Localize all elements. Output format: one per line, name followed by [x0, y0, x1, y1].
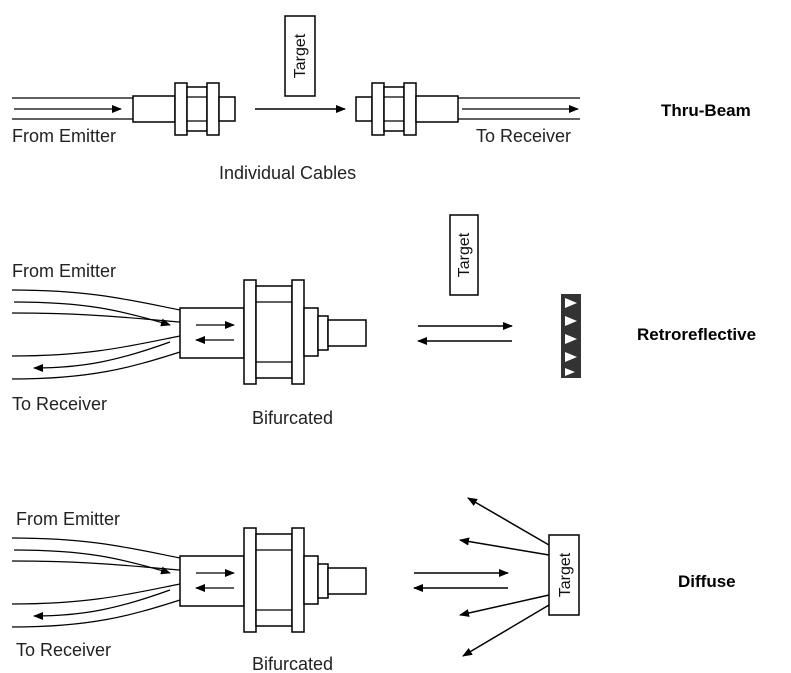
diffuse-from-emitter-label: From Emitter [16, 509, 120, 529]
diffuse-section: From Emitter Targe [11, 497, 736, 673]
diffuse-target-label: Target [557, 552, 574, 597]
retro-target-label: Target [456, 232, 473, 277]
thru-beam-emitter-sensor [132, 82, 236, 136]
diffuse-sensor [179, 527, 367, 633]
diffuse-target: Target [548, 534, 580, 616]
thru-beam-receiver-cable [458, 97, 580, 120]
retro-to-receiver-label: To Receiver [12, 394, 107, 414]
retro-sensor [179, 279, 367, 385]
thru-beam-mode-label: Thru-Beam [661, 101, 751, 120]
retroreflector [561, 294, 581, 378]
retro-mode-label: Retroreflective [637, 325, 756, 344]
diffuse-mode-label: Diffuse [678, 572, 736, 591]
diffuse-caption: Bifurcated [252, 654, 333, 673]
thru-beam-from-emitter-label: From Emitter [12, 126, 116, 146]
diffuse-scatter-arrows [459, 497, 550, 657]
thru-beam-receiver-sensor [355, 82, 459, 136]
thru-beam-caption: Individual Cables [219, 163, 356, 183]
retro-target: Target [449, 214, 479, 296]
thru-beam-to-receiver-label: To Receiver [476, 126, 571, 146]
thru-beam-emitter-cable [12, 97, 133, 120]
thru-beam-target: Target [284, 15, 316, 97]
diffuse-bifurcated-cable [11, 537, 181, 628]
retro-caption: Bifurcated [252, 408, 333, 428]
retroreflective-section: From Emitter Target [11, 214, 756, 428]
retro-from-emitter-label: From Emitter [12, 261, 116, 281]
thru-beam-section: Target From Emitter To Receiver Individu… [12, 15, 751, 183]
diffuse-to-receiver-label: To Receiver [16, 640, 111, 660]
retro-bifurcated-cable [11, 289, 181, 380]
thru-beam-target-label: Target [292, 33, 309, 78]
